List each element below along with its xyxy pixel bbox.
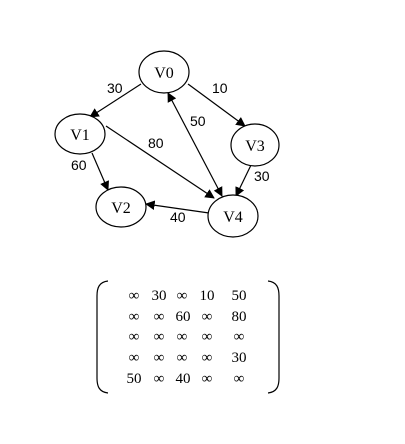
node-label: V3 [245,138,265,155]
weight-v3-v4: 30 [254,168,270,184]
node-v3: V3 [230,123,280,167]
weight-v0-v1: 30 [107,80,123,96]
matrix-cell: ∞ [154,371,165,387]
edge-v4-v2 [145,200,210,214]
matrix-cell: ∞ [202,329,213,345]
matrix-cell: ∞ [154,309,165,325]
matrix-cell: ∞ [129,309,140,325]
left-bracket [96,280,109,394]
node-label: V4 [223,209,243,226]
edge-v0-v1 [89,83,142,118]
weight-v0-v3: 10 [212,80,228,96]
matrix-cell: ∞ [177,350,188,366]
edges [89,83,253,214]
weight-v1-v2: 60 [71,157,87,173]
matrix-cell: 30 [152,288,167,304]
edge-v3-v4 [235,162,253,197]
matrix-cell: 40 [176,371,191,387]
weight-v1-v4: 80 [148,135,164,151]
matrix-cell: ∞ [177,288,188,304]
matrix-cell: ∞ [129,350,140,366]
matrix-cell: ∞ [177,329,188,345]
edge-weights: 30 10 60 80 30 40 50 [71,80,270,225]
matrix-cell: ∞ [129,329,140,345]
right-bracket [267,280,280,394]
nodes: V0 V1 V2 V3 V4 [54,50,280,238]
matrix-cell: 60 [176,309,191,325]
matrix-cell: ∞ [202,371,213,387]
matrix-cell: 30 [232,350,247,366]
matrix-cell: ∞ [129,288,140,304]
edge-v4-v0 [167,92,223,197]
node-label: V2 [111,200,131,217]
node-v2: V2 [95,186,147,228]
weight-v4-v0: 50 [190,113,206,129]
matrix-cell: ∞ [234,371,245,387]
node-label: V1 [70,127,90,144]
node-v0: V0 [138,50,190,94]
adjacency-matrix: ∞ 30 ∞ 10 50 ∞ ∞ 60 ∞ 80 ∞ ∞ ∞ ∞ ∞ ∞ ∞ ∞… [96,280,280,394]
matrix-cell: 10 [200,288,215,304]
node-v4: V4 [207,194,259,238]
edge-v1-v2 [91,152,109,191]
node-v1: V1 [54,113,106,155]
matrix-cell: 80 [232,309,247,325]
matrix-cell: ∞ [234,329,245,345]
matrix-cell: ∞ [154,350,165,366]
matrix-cell: 50 [232,288,247,304]
node-label: V0 [154,65,174,82]
weight-v4-v2: 40 [170,209,186,225]
matrix-cell: ∞ [202,350,213,366]
matrix-cell: ∞ [154,329,165,345]
matrix-cell: ∞ [202,309,213,325]
matrix-cell: 50 [127,371,142,387]
